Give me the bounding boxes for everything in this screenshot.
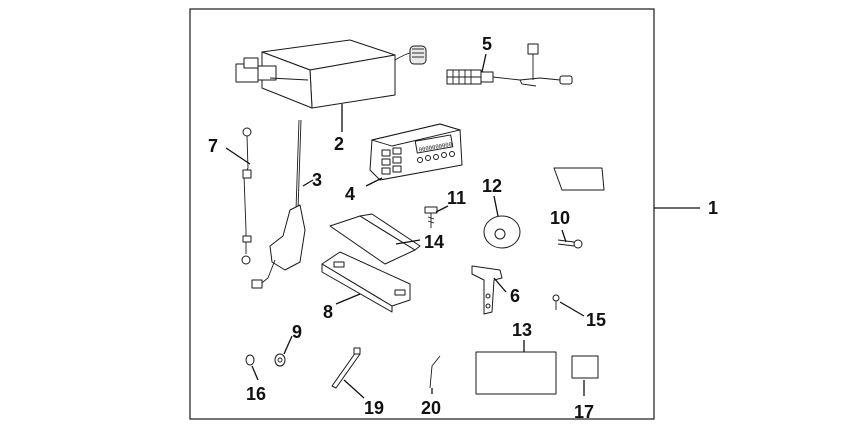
part-radio-unit: [235, 39, 427, 109]
part-washer-16: [245, 354, 255, 366]
callout-7: 7: [208, 136, 218, 156]
callout-19: 19: [364, 398, 384, 418]
callout-6: 6: [510, 286, 520, 306]
callout-4: 4: [345, 184, 355, 204]
part-bracket-plate: [329, 213, 421, 265]
part-card: [553, 167, 605, 191]
callout-3: 3: [312, 170, 322, 190]
part-clip-20: [429, 355, 441, 389]
part-wire-harness: [446, 43, 573, 87]
part-mounting-bracket: [321, 251, 411, 313]
diagram-frame: [189, 8, 655, 420]
part-bolt-10: [557, 239, 583, 249]
part-control-head: [369, 123, 463, 181]
callout-11: 11: [447, 188, 466, 208]
part-label-17: [571, 355, 599, 379]
part-screw-15: [552, 294, 560, 310]
callout-5: 5: [482, 34, 492, 54]
callout-15: 15: [586, 310, 606, 330]
callout-2: 2: [334, 134, 344, 154]
part-stay-bracket: [471, 265, 503, 315]
callout-10: 10: [550, 208, 570, 228]
part-screw-11: [424, 206, 438, 228]
callout-13: 13: [512, 320, 532, 340]
control-buttons: [381, 147, 455, 175]
control-head-display: 0000000000: [418, 142, 452, 154]
leader-lines: [225, 53, 700, 399]
callout-9: 9: [292, 322, 302, 342]
callout-17: 17: [574, 402, 594, 422]
callout-20: 20: [421, 398, 441, 418]
callout-14: 14: [424, 232, 444, 252]
part-antenna: [251, 119, 306, 289]
part-antenna-cable: [241, 127, 252, 265]
callout-8: 8: [323, 302, 333, 322]
callout-12: 12: [482, 176, 502, 196]
part-cable-tie-19: [331, 347, 361, 389]
callout-16: 16: [246, 384, 266, 404]
part-nut-9: [274, 353, 286, 367]
callout-labels: 1 2 3 4 5 6 7 8 9 10 11 12 13 14 15 16 1…: [208, 34, 718, 422]
callout-1: 1: [708, 198, 718, 218]
part-disc: [483, 215, 521, 249]
part-manual-13: [475, 351, 557, 395]
